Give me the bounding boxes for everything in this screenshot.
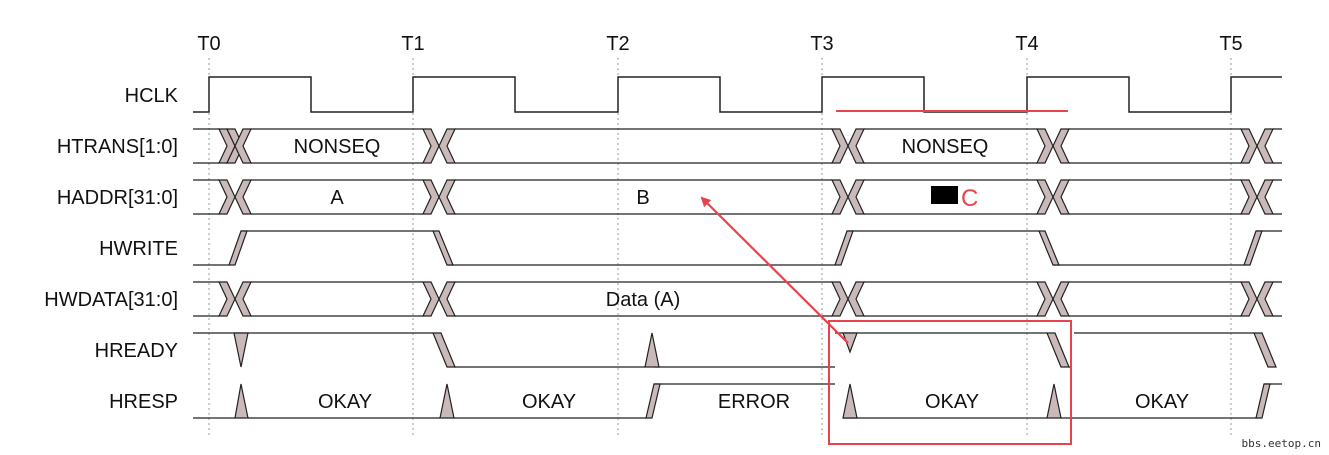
time-marker-t2: T2 xyxy=(606,33,629,55)
hready-waveform xyxy=(193,332,1277,368)
signal-names: HCLK HTRANS[1:0] HADDR[31:0] HWRITE HWDA… xyxy=(44,85,178,413)
annotation-highlight-box xyxy=(828,320,1072,445)
annotations xyxy=(700,110,1072,445)
annotation-arrow xyxy=(700,196,849,344)
signal-name-hresp: HRESP xyxy=(109,391,178,413)
haddr-value-2: C xyxy=(961,185,978,212)
hresp-value-1: OKAY xyxy=(522,391,576,413)
hwrite-waveform xyxy=(193,230,1282,266)
signal-name-haddr: HADDR[31:0] xyxy=(57,187,178,209)
time-marker-t4: T4 xyxy=(1015,33,1038,55)
signal-name-htrans: HTRANS[1:0] xyxy=(57,136,178,158)
time-gridlines xyxy=(208,58,1232,435)
time-marker-t0: T0 xyxy=(197,33,220,55)
haddr-value-0: A xyxy=(330,187,344,209)
hresp-value-2: ERROR xyxy=(718,391,790,413)
haddr-waveform: A B C xyxy=(193,179,1282,215)
htrans-value-2: NONSEQ xyxy=(902,136,989,158)
hresp-waveform: OKAY OKAY ERROR OKAY OKAY xyxy=(193,383,1282,419)
signal-name-hready: HREADY xyxy=(95,340,178,362)
signal-name-hwrite: HWRITE xyxy=(99,238,178,260)
signal-name-hclk: HCLK xyxy=(125,85,179,107)
hresp-value-4: OKAY xyxy=(1135,391,1189,413)
time-marker-t1: T1 xyxy=(401,33,424,55)
time-marker-t5: T5 xyxy=(1219,33,1242,55)
haddr-value-1: B xyxy=(636,187,649,209)
hwdata-value-0: Data (A) xyxy=(606,289,680,311)
htrans-waveform: NONSEQ NONSEQ xyxy=(193,128,1282,164)
hresp-value-0: OKAY xyxy=(318,391,372,413)
hresp-value-3: OKAY xyxy=(925,391,979,413)
redaction-box xyxy=(931,186,958,204)
watermark: bbs.eetop.cn xyxy=(1242,437,1321,450)
time-marker-t3: T3 xyxy=(810,33,833,55)
time-markers: T0 T1 T2 T3 T4 T5 xyxy=(197,33,1242,55)
hclk-waveform xyxy=(193,76,1282,113)
htrans-value-0: NONSEQ xyxy=(294,136,381,158)
hwdata-waveform: Data (A) xyxy=(193,281,1282,317)
signal-name-hwdata: HWDATA[31:0] xyxy=(44,289,178,311)
